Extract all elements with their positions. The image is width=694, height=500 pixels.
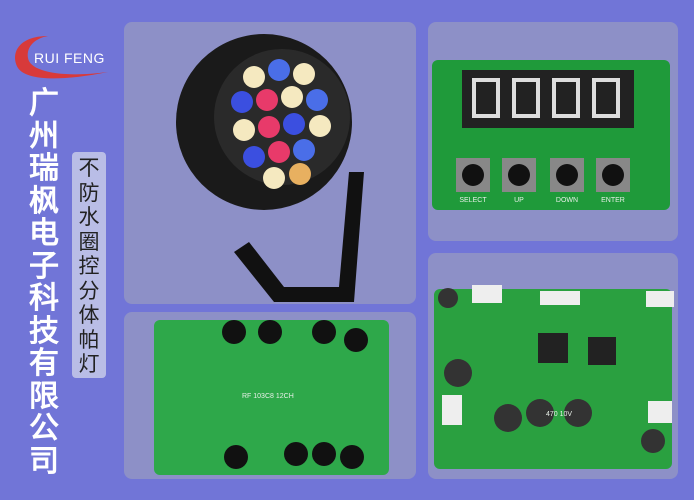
driver-board-label: RF 103C8 12CH [242, 393, 294, 400]
select-key-label: SELECT [459, 197, 487, 204]
enter-key-label: ENTER [601, 197, 625, 204]
product-name: 不防水圈控分体帕灯 [72, 152, 106, 378]
capacitor-label: 470 10V [546, 411, 572, 418]
brand-name: RUI FENG [34, 50, 105, 66]
power-board-photo: 470 10V [428, 253, 678, 479]
company-name: 广州瑞枫电子科技有限公司 [29, 86, 59, 479]
down-key-label: DOWN [556, 197, 578, 204]
up-key-label: UP [514, 197, 524, 204]
display-board-photo: SELECT UP DOWN ENTER [428, 22, 678, 241]
driver-board-photo: RF 103C8 12CH [124, 312, 416, 479]
par-light-photo [124, 22, 416, 304]
